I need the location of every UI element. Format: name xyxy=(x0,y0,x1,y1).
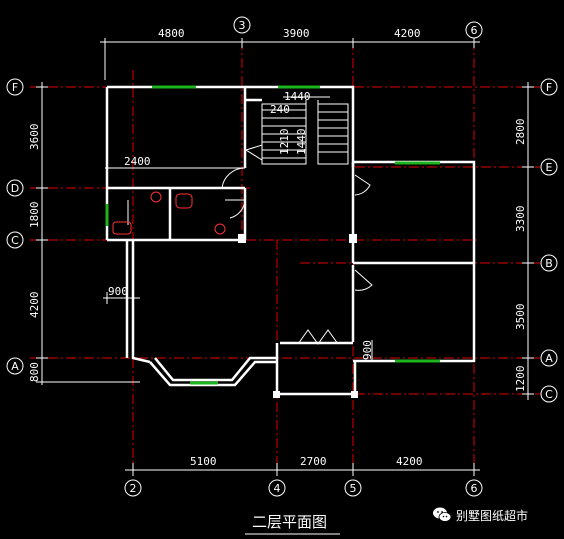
dim-right-1: 2800 xyxy=(514,119,527,146)
axis-label-5: 5 xyxy=(350,482,357,495)
basin-2 xyxy=(214,223,226,235)
axis-lines xyxy=(30,40,540,470)
dim-right-4: 1200 xyxy=(514,366,527,393)
axis-label-d-left: D xyxy=(11,182,19,195)
axis-bubbles xyxy=(6,16,558,497)
dim-top-1: 4800 xyxy=(158,27,185,40)
dim-top-3: 4200 xyxy=(394,27,421,40)
axis-label-4: 4 xyxy=(274,482,281,495)
drawing-caption: 二层平面图 xyxy=(252,513,327,531)
axis-label-2: 2 xyxy=(130,482,137,495)
axis-label-6-bottom: 6 xyxy=(471,482,478,495)
axis-label-3: 3 xyxy=(239,19,246,32)
axis-label-a-left: A xyxy=(11,360,19,373)
axis-label-f-right: F xyxy=(546,81,552,94)
axis-label-b-right: B xyxy=(545,257,553,270)
dim-left-4: 800 xyxy=(28,362,41,382)
dim-inner-240: 240 xyxy=(270,103,290,116)
axis-label-a-right: A xyxy=(545,352,553,365)
dimension-lines xyxy=(36,38,534,476)
dim-bottom-3: 4200 xyxy=(396,455,423,468)
axis-label-f-left: F xyxy=(12,81,18,94)
dim-inner-1440b: 1440 xyxy=(295,129,308,156)
sanitary-fixtures xyxy=(112,191,226,235)
watermark-text: 别墅图纸超市 xyxy=(456,508,529,523)
stairs xyxy=(244,103,349,165)
dim-left-1: 3600 xyxy=(28,124,41,151)
dim-right-3: 3500 xyxy=(514,304,527,331)
doors xyxy=(127,167,373,345)
dim-top-2: 3900 xyxy=(283,27,310,40)
dim-inner-900v: 900 xyxy=(361,340,374,360)
dim-left-2: 1800 xyxy=(28,202,41,229)
dim-inner-1440a: 1440 xyxy=(284,90,311,103)
dim-right-2: 3300 xyxy=(514,206,527,233)
columns xyxy=(238,234,358,398)
windows xyxy=(105,85,440,385)
dim-inner-1210: 1210 xyxy=(278,129,291,156)
toilet-1 xyxy=(112,221,132,235)
axis-label-e-right: E xyxy=(546,161,553,174)
axis-label-6-top: 6 xyxy=(471,24,478,37)
dim-inner-2400: 2400 xyxy=(124,155,151,168)
basin-1 xyxy=(150,191,162,203)
toilet-2 xyxy=(175,193,193,209)
wechat-icon xyxy=(433,507,452,522)
axis-label-c-right: C xyxy=(545,388,553,401)
dim-inner-900: 900 xyxy=(108,285,128,298)
dim-left-3: 4200 xyxy=(28,292,41,319)
watermark: 别墅图纸超市 xyxy=(432,502,557,528)
dim-bottom-2: 2700 xyxy=(300,455,327,468)
dim-bottom-1: 5100 xyxy=(190,455,217,468)
axis-label-c-left: C xyxy=(11,234,19,247)
dimension-texts: 4800 3900 4200 5100 2700 4200 3600 1800 … xyxy=(28,27,527,468)
axis-labels: 3 6 2 4 5 6 F D C A F E B A C xyxy=(11,19,553,495)
